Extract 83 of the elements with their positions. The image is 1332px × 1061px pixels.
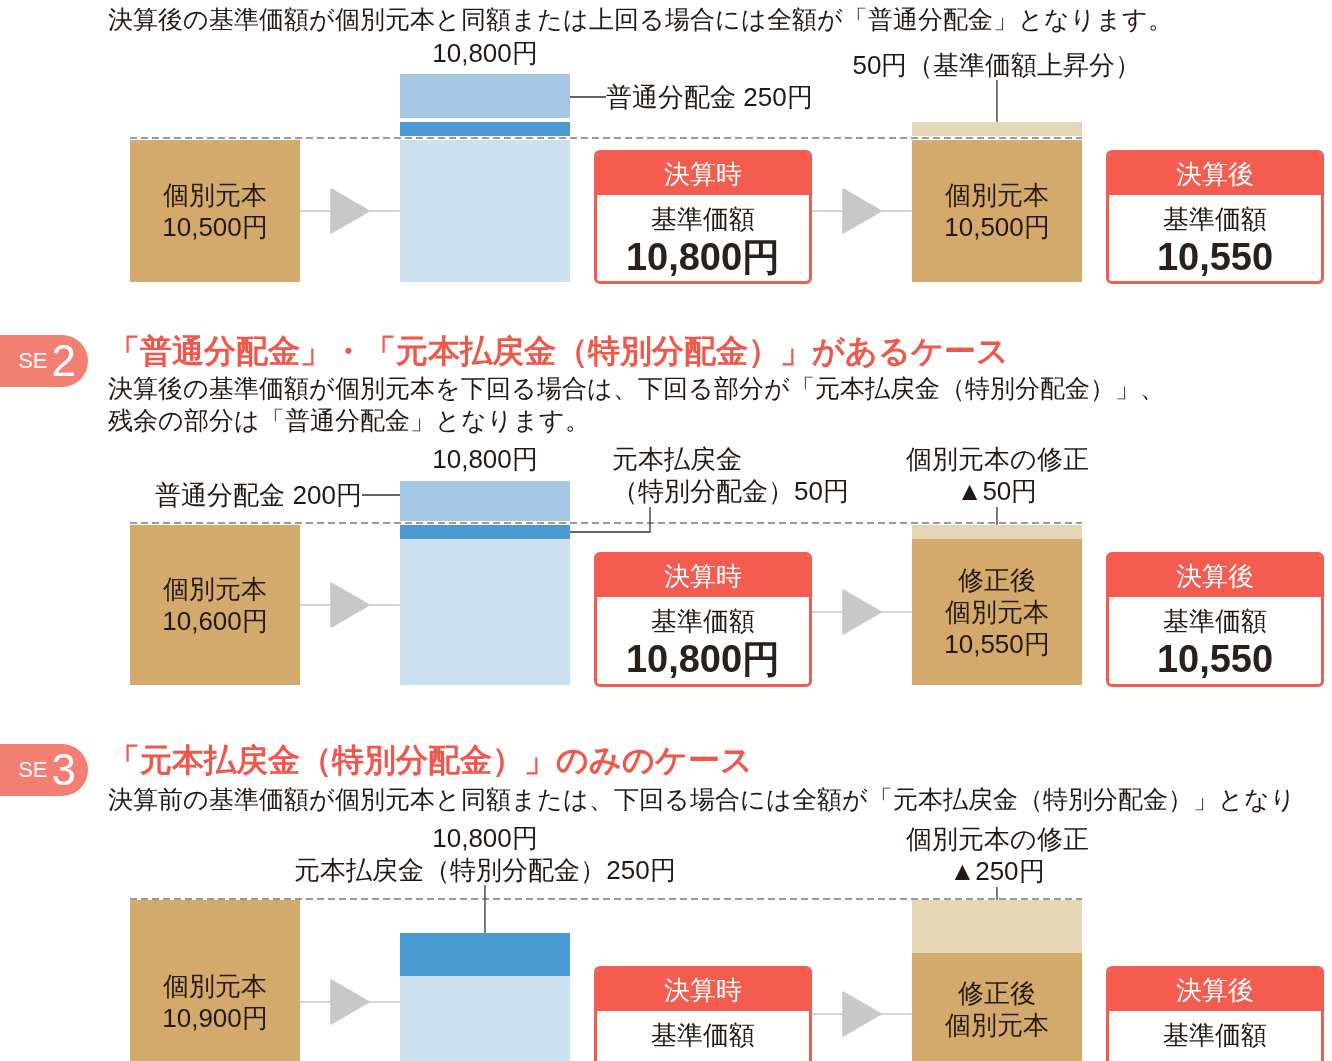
amount-text: 10,500円 (162, 211, 268, 243)
leader-line (484, 884, 486, 934)
value-box (912, 953, 1082, 1061)
price-card (594, 552, 812, 687)
price-card (1106, 552, 1324, 687)
bar-segment (400, 74, 570, 118)
box-label: 個別元本 (163, 573, 267, 605)
bar-segment (400, 933, 570, 976)
card-header: 決算後 (1109, 153, 1321, 195)
description-text: 決算後の基準価額が個別元本と同額または上回る場合には全額が「普通分配金」となります。 (108, 4, 1173, 34)
bar-segment (912, 122, 1082, 136)
bar-segment (400, 525, 570, 539)
chevron-arrow (811, 188, 913, 234)
price-value: 10,800円 (625, 235, 781, 279)
case-number: 2 (51, 337, 76, 385)
chevron-arrow (811, 991, 913, 1037)
bar-value-label: 10,800円 (432, 38, 538, 68)
amount-text: 10,900円 (162, 1002, 268, 1034)
value-box (912, 539, 1082, 685)
amount-text: 10,550円 (944, 628, 1050, 660)
amount-text: 10,600円 (162, 605, 268, 637)
price-value: 10,550 (1156, 235, 1274, 279)
case-badge (0, 744, 88, 796)
price-card (1106, 150, 1324, 284)
callout-text: 個別元本の修正▲50円 (899, 443, 1095, 507)
card-label: 基準価額 (651, 203, 755, 235)
price-card (1106, 966, 1324, 1061)
callout-text: 元本払戻金（特別分配金）250円 (294, 855, 676, 885)
leader-line (996, 79, 998, 123)
card-header: 決算後 (1109, 555, 1321, 597)
box-label: 個別元本 (163, 970, 267, 1002)
chevron-arrow (299, 188, 401, 234)
box-label: 修正後 (958, 564, 1036, 596)
bar-segment (912, 525, 1082, 539)
callout-text: 元本払戻金（特別分配金）50円 (612, 443, 862, 507)
bar-value-label: 10,800円 (432, 444, 538, 474)
bar-segment (912, 900, 1082, 953)
card-label: 基準価額 (1163, 605, 1267, 637)
card-header: 決算時 (597, 153, 809, 195)
value-box (912, 140, 1082, 282)
leader-line (996, 886, 998, 901)
bar-segment (400, 481, 570, 521)
value-box (130, 900, 300, 1061)
chevron-arrow (299, 979, 401, 1025)
callout-text: 50円（基準価額上昇分） (852, 50, 1142, 80)
box-label: 個別元本 (945, 1009, 1049, 1041)
price-value: 10,800円 (625, 637, 781, 681)
badge-text: SE (18, 757, 48, 783)
card-label: 基準価額 (1163, 203, 1267, 235)
card-label: 基準価額 (1163, 1019, 1267, 1051)
box-label: 修正後 (958, 977, 1036, 1009)
value-box (130, 525, 300, 685)
leader-line (569, 96, 607, 98)
box-label: 個別元本 (163, 179, 267, 211)
description-text: 決算後の基準価額が個別元本を下回る場合は、下回る部分が「元本払戻金（特別分配金）」、残余の部分は「普通分配金」となります。 (108, 373, 1166, 436)
price-card (594, 150, 812, 284)
price-card (594, 966, 812, 1061)
callout-text: 個別元本の修正▲250円 (899, 823, 1095, 887)
case-badge (0, 335, 88, 387)
section-title: 「元本払戻金（特別分配金）」のみのケース (108, 741, 753, 780)
box-label: 個別元本 (945, 179, 1049, 211)
leader-line (996, 506, 998, 526)
case-number: 3 (51, 746, 76, 794)
card-header: 決算時 (597, 969, 809, 1011)
leader-line (569, 506, 651, 533)
chevron-arrow (299, 582, 401, 628)
price-value: 10,550 (1156, 637, 1274, 681)
card-header: 決算後 (1109, 969, 1321, 1011)
amount-text: 10,500円 (944, 211, 1050, 243)
bar-value-label: 10,800円 (432, 823, 538, 853)
badge-text: SE (18, 348, 48, 374)
card-label: 基準価額 (651, 605, 755, 637)
callout-text: 普通分配金 250円 (606, 82, 813, 112)
bar-segment (400, 122, 570, 136)
card-label: 基準価額 (651, 1019, 755, 1051)
chevron-arrow (811, 589, 913, 635)
section-title: 「普通分配金」・「元本払戻金（特別分配金）」があるケース (108, 332, 1009, 371)
card-header: 決算時 (597, 555, 809, 597)
leader-line (361, 494, 401, 496)
description-text: 決算前の基準価額が個別元本と同額または、下回る場合には全額が「元本払戻金（特別分配金）」となり (108, 784, 1296, 814)
box-label: 個別元本 (945, 596, 1049, 628)
value-box (130, 140, 300, 282)
callout-text: 普通分配金 200円 (155, 480, 362, 510)
